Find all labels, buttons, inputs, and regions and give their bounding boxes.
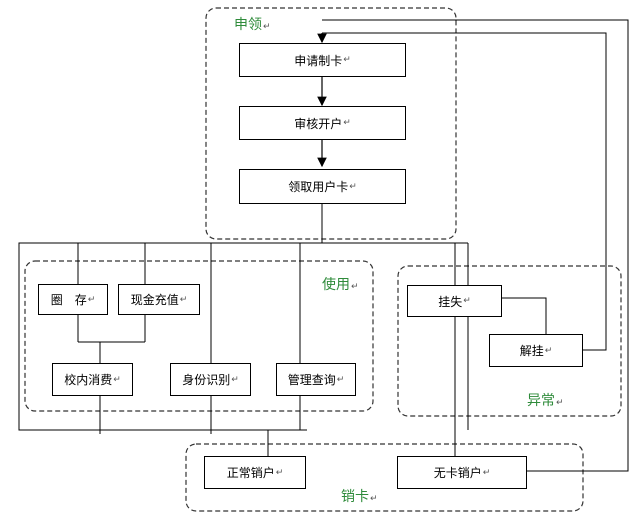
node-receive-card: 领取用户卡↵ [239, 169, 406, 204]
group-label-use: 使用↵ [322, 277, 359, 293]
usage-outer-frame [18, 242, 307, 431]
group-label-abnormal: 异常↵ [527, 393, 564, 409]
node-normal-cancel: 正常销户↵ [204, 456, 306, 489]
node-report-loss: 挂失↵ [407, 285, 502, 317]
group-use-frame [24, 260, 374, 412]
node-manage-query: 管理查询↵ [276, 363, 356, 396]
node-identity: 身份识别↵ [170, 363, 251, 396]
node-cash-recharge: 现金充值↵ [118, 284, 200, 315]
group-abnormal-frame [397, 265, 622, 417]
node-review-open: 审核开户↵ [239, 106, 406, 140]
group-cancel-frame [185, 443, 584, 512]
node-no-card-cancel: 无卡销户↵ [397, 456, 527, 489]
group-label-apply: 申领↵ [234, 17, 271, 33]
line-loss-to-unreport [502, 297, 547, 334]
node-deposit: 圈 存↵ [38, 284, 108, 315]
group-apply-frame [205, 7, 457, 240]
node-unreport-loss: 解挂↵ [489, 334, 583, 367]
node-apply-card: 申请制卡↵ [239, 43, 406, 77]
node-campus-spending: 校内消费↵ [52, 363, 133, 396]
line-unreport-loop [322, 32, 607, 351]
line-nocard-loop [322, 19, 629, 472]
group-label-cancel: 销卡↵ [341, 489, 378, 505]
